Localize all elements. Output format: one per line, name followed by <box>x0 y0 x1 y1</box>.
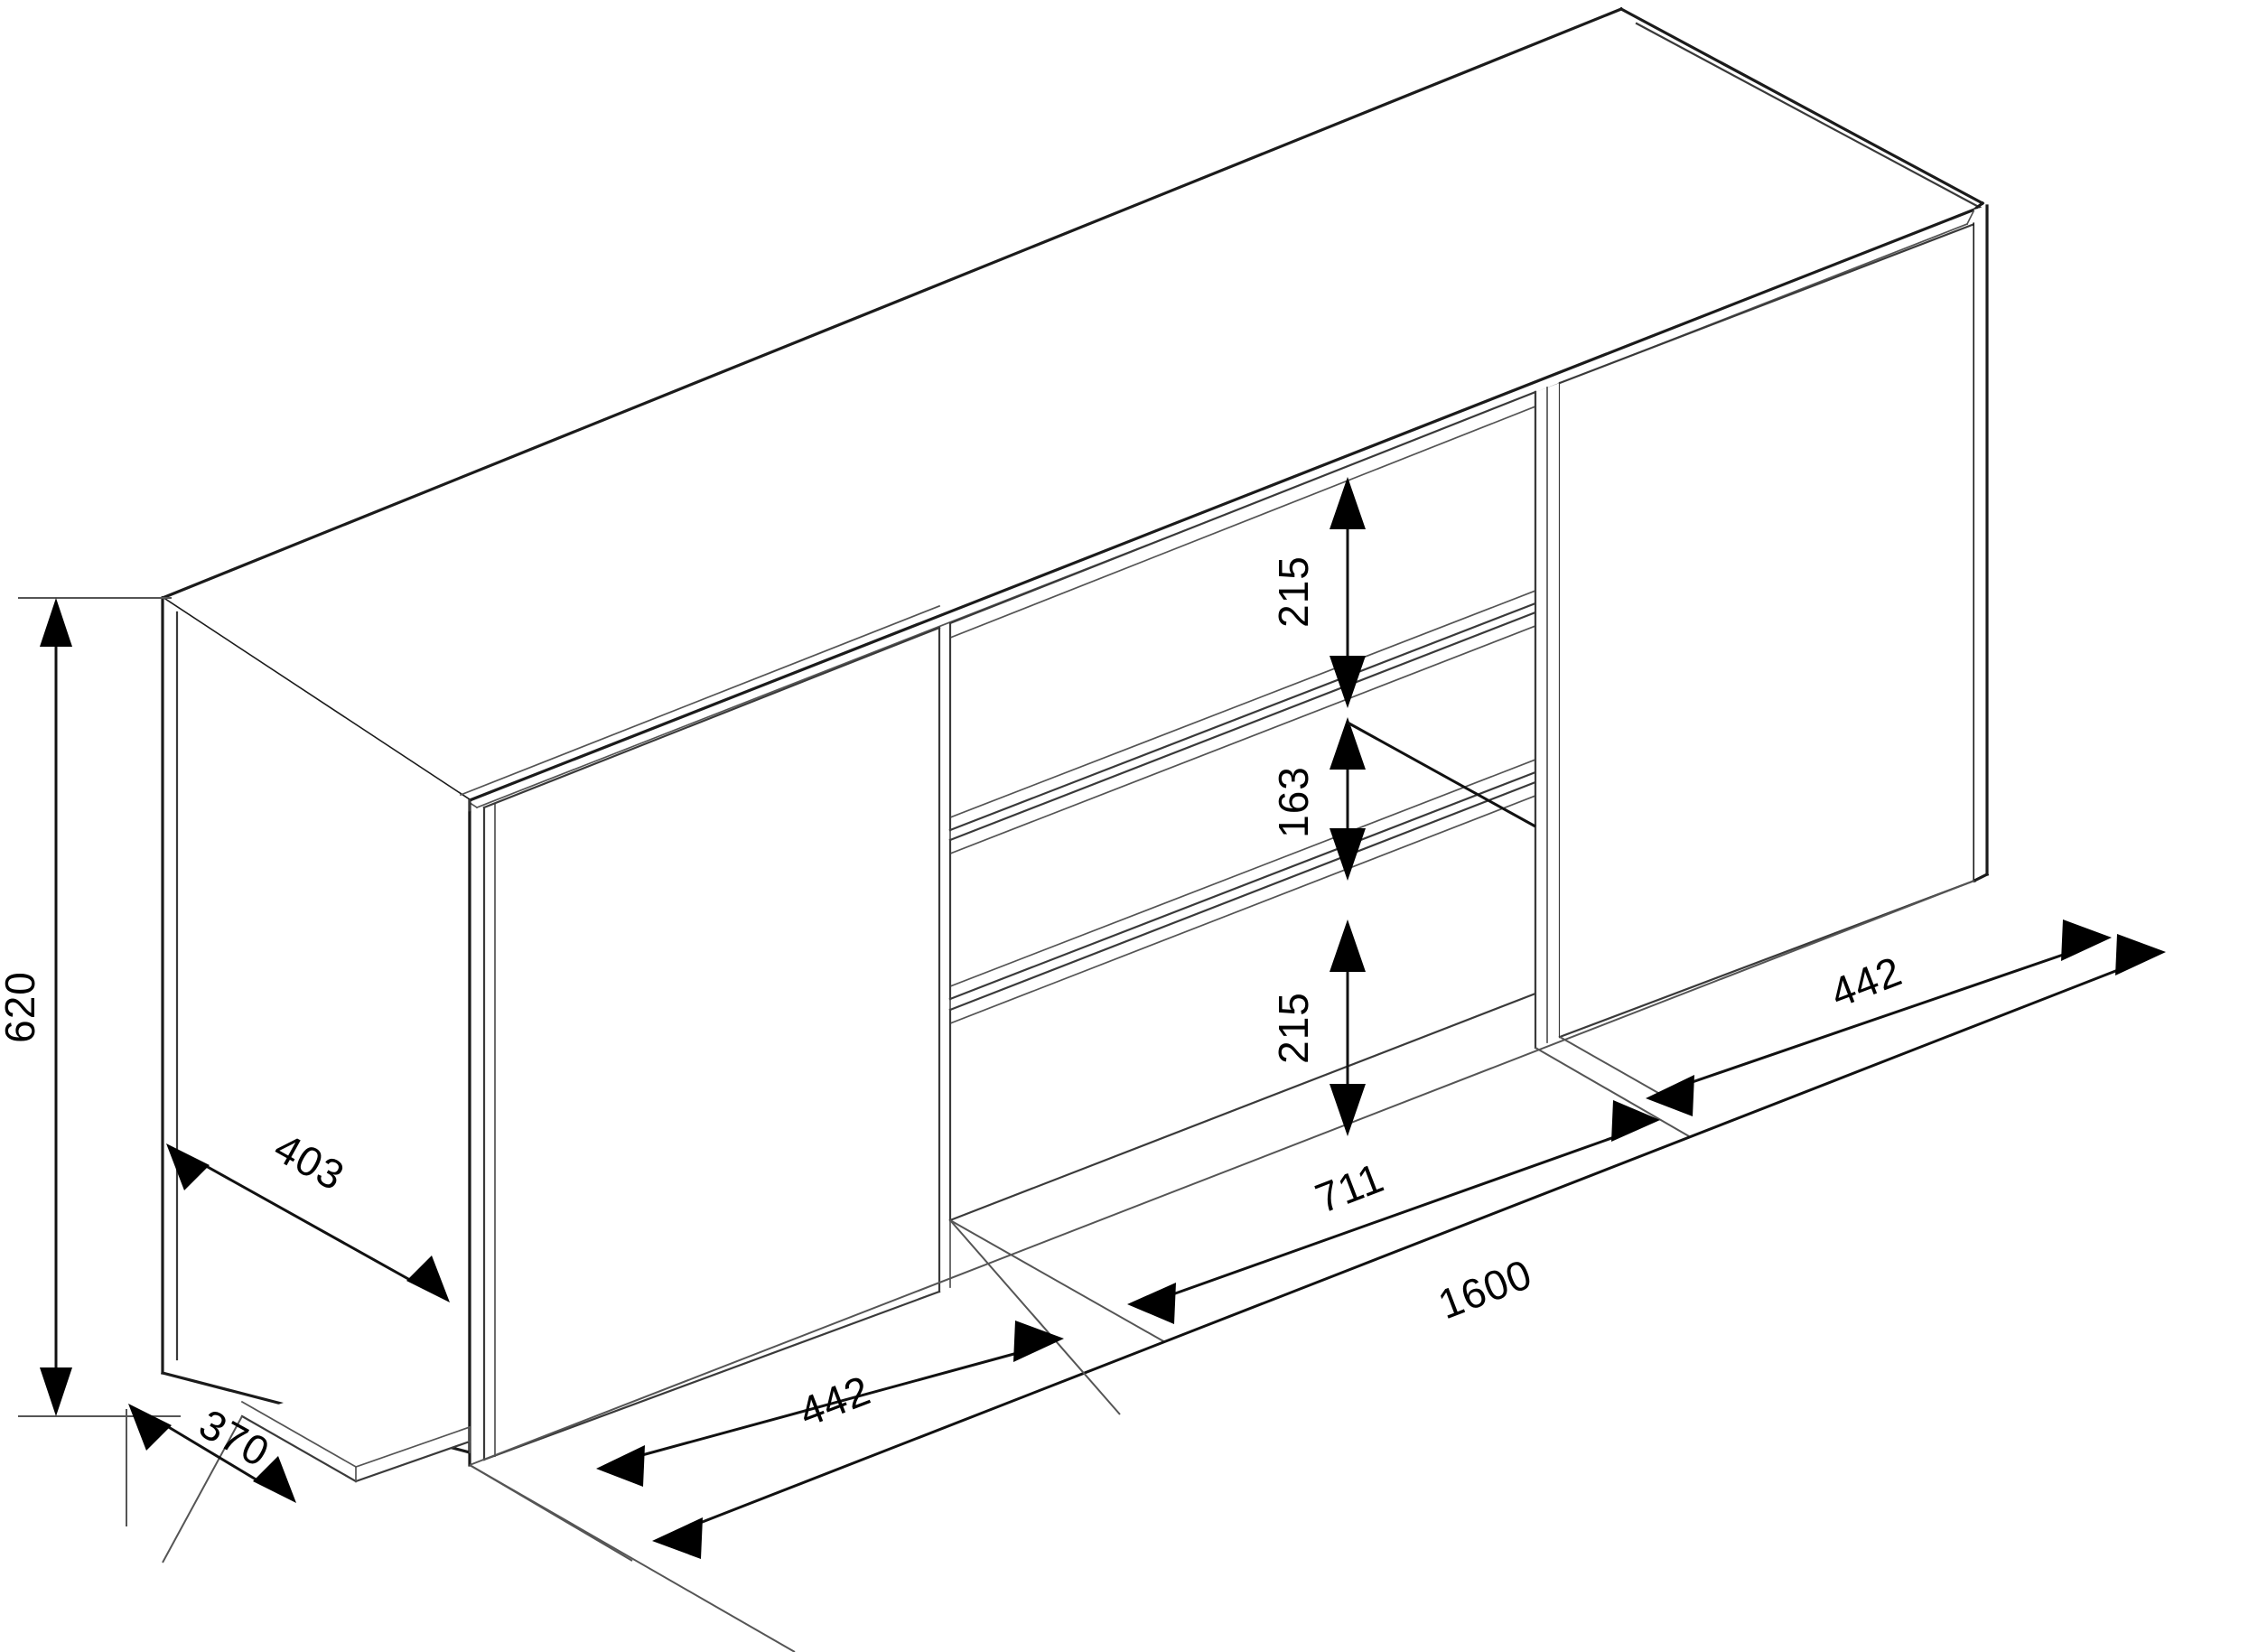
arrow-down-icon <box>1330 656 1366 708</box>
arrow-up-icon <box>1330 919 1366 972</box>
arrow-down-icon <box>1330 1084 1366 1136</box>
dimension-drawer-bot-215: 215 <box>1270 919 1366 1136</box>
dimension-drawer-top-215: 215 <box>1270 477 1366 708</box>
dimension-height-620: 620 <box>0 597 181 1417</box>
arrow-left-icon <box>652 1517 703 1559</box>
drawer-top <box>948 390 1537 832</box>
arrow-up-icon <box>1330 717 1366 770</box>
cabinet-top <box>160 6 1989 809</box>
arrow-down-icon <box>1330 828 1366 881</box>
arrow-right-icon <box>1611 1100 1660 1142</box>
arrow-right-icon <box>2115 934 2166 975</box>
arrow-up-icon <box>1330 477 1366 529</box>
arrow-left-icon <box>1127 1283 1176 1324</box>
arrow-up-icon <box>40 598 72 647</box>
plinth <box>240 1379 471 1483</box>
dim-label-drawer-bot-215: 215 <box>1270 992 1317 1064</box>
arrow-left-icon <box>596 1445 645 1487</box>
center-divider <box>1534 381 1562 1050</box>
cabinet-body <box>160 6 1990 1652</box>
dim-label-drawer-top-215: 215 <box>1270 555 1317 628</box>
arrow-down-icon <box>40 1367 72 1416</box>
arrow-right-icon <box>1013 1321 1064 1362</box>
top-recess-shadow <box>459 604 941 815</box>
arrow-downright-icon <box>406 1255 450 1302</box>
arrow-upleft-icon <box>166 1143 210 1190</box>
arrow-left-icon <box>1646 1075 1694 1116</box>
drawer-stack <box>948 390 1537 1222</box>
arrow-right-icon <box>2061 919 2112 961</box>
right-side-panel <box>1972 204 1990 883</box>
dim-label-drawer-mid-163: 163 <box>1270 766 1317 838</box>
dimension-drawer-mid-163: 163 <box>1270 717 1536 881</box>
arrow-downright-icon <box>253 1456 296 1503</box>
arrow-upleft-icon <box>128 1404 172 1451</box>
drawer-middle <box>948 611 1537 1001</box>
dim-label-620: 620 <box>0 971 43 1043</box>
drawer-bottom <box>948 780 1537 1222</box>
